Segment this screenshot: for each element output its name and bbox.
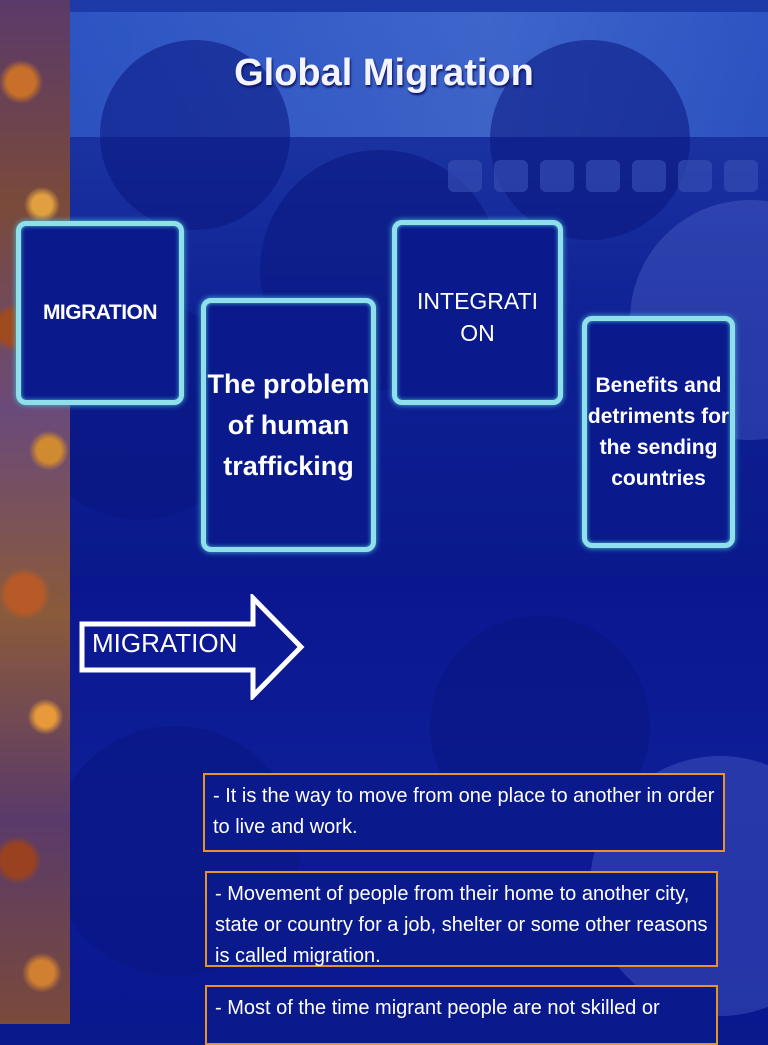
decorative-side-strip [0,0,70,1024]
note-box: - Movement of people from their home to … [205,871,718,967]
decorative-squares [448,160,758,192]
topic-box-human-trafficking: The problem of human trafficking [201,298,376,552]
arrow-shape [79,594,305,700]
note-box: - Most of the time migrant people are no… [205,985,718,1045]
gear-decoration [100,40,290,230]
topic-box-benefits: Benefits and detriments for the sending … [582,316,735,548]
note-box: - It is the way to move from one place t… [203,773,725,852]
gear-decoration [490,40,690,240]
topic-box-migration: MIGRATION [16,221,184,405]
arrow-label: MIGRATION [92,628,238,658]
slide-title: Global Migration [234,52,534,94]
topic-box-integration: INTEGRATI ON [392,220,563,405]
